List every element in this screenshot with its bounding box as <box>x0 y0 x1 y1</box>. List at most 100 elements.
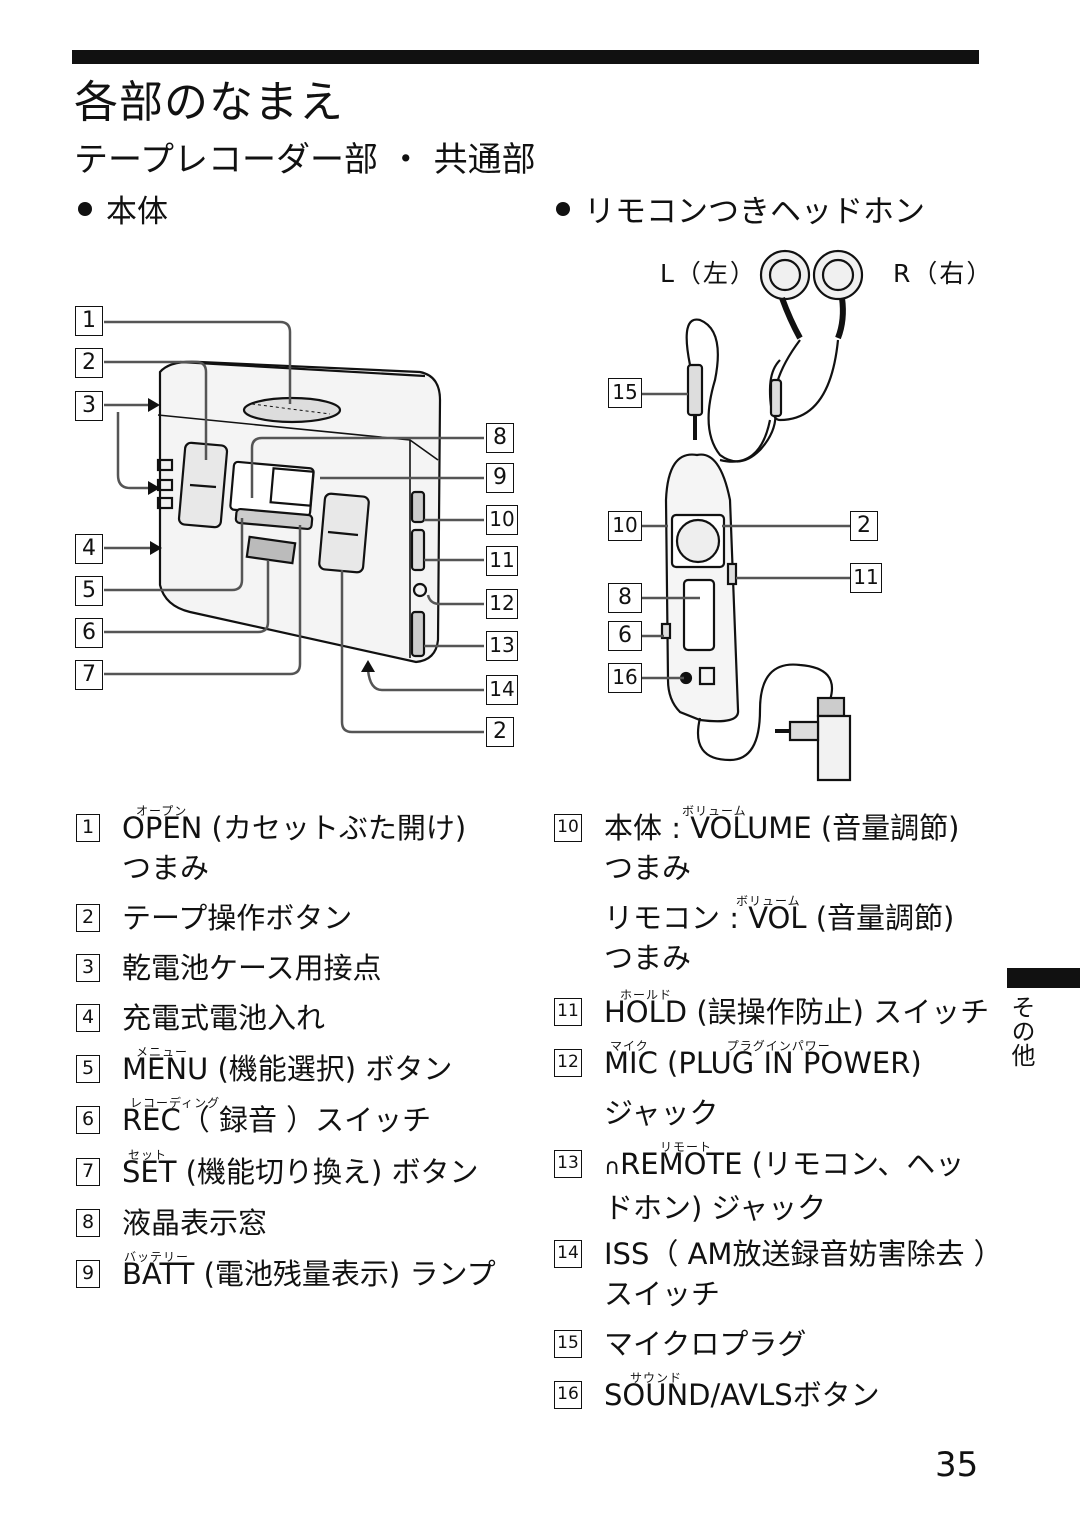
left-earbud-label: L（左） <box>660 259 757 288</box>
section-remote-headphones: リモコンつきヘッドホン <box>556 186 925 231</box>
headphone-icon: ∩ <box>604 1155 621 1180</box>
legend-item-9: 9 バッテリー BATT (電池残量表示) ランプ <box>76 1250 496 1294</box>
legend-ruby: ボリューム <box>736 894 801 908</box>
legend-item-4: 4 充電式電池入れ <box>76 998 325 1038</box>
legend-ruby: オープン <box>136 804 188 818</box>
callout-15: 15 <box>608 378 642 408</box>
legend-ruby: ボリューム <box>682 804 747 818</box>
legend-ruby: セット <box>128 1148 168 1162</box>
legend-line: OPEN (カセットぶた開け) <box>122 811 467 845</box>
top-rule <box>72 50 979 64</box>
arrowheads <box>148 398 375 672</box>
callout-5: 5 <box>75 576 103 606</box>
legend-ruby: ホールド <box>620 988 673 1002</box>
callout-9: 9 <box>486 463 514 493</box>
legend-num: 15 <box>554 1330 582 1358</box>
leader-lines-main <box>104 320 484 734</box>
legend-num: 13 <box>554 1150 582 1178</box>
page-title: 各部のなまえ <box>74 77 344 128</box>
callout-11-remote: 11 <box>850 563 882 593</box>
section-tab-label: その他 <box>1007 995 1035 1067</box>
callout-2-remote: 2 <box>850 511 878 541</box>
callout-13: 13 <box>486 631 518 661</box>
callout-16: 16 <box>608 663 642 693</box>
legend-num: 10 <box>554 814 582 842</box>
legend-item-12: 12 マイク プラグインパワー MIC (PLUG IN POWER) ジャック <box>554 1039 922 1133</box>
leader-lines-remote <box>642 392 850 680</box>
callout-6: 6 <box>75 618 103 648</box>
callout-14: 14 <box>486 675 518 705</box>
legend-ruby: レコーディング <box>130 1096 221 1110</box>
legend-line: マイクロプラグ <box>604 1327 807 1361</box>
legend-ruby: メニュー <box>136 1045 189 1059</box>
legend-line: リモコン : VOL (音量調節) <box>604 901 955 935</box>
legend-item-10-remote: ボリューム リモコン : VOL (音量調節) つまみ <box>604 894 955 978</box>
legend-ruby: バッテリー <box>124 1250 190 1264</box>
legend-item-11: 11 ホールド HOLD (誤操作防止) スイッチ <box>554 988 990 1032</box>
legend-num: 1 <box>76 814 100 842</box>
callout-12: 12 <box>486 589 518 619</box>
legend-num: 4 <box>76 1004 100 1032</box>
callout-3: 3 <box>75 391 103 421</box>
callout-6-remote: 6 <box>608 621 642 651</box>
bullet-icon <box>78 201 92 216</box>
callout-7: 7 <box>75 660 103 690</box>
right-earbud-label: R（右） <box>893 259 994 288</box>
callout-10-remote: 10 <box>608 511 642 541</box>
legend-item-8: 8 液晶表示窓 <box>76 1203 267 1243</box>
callout-4: 4 <box>75 534 103 564</box>
legend-line: BATT (電池残量表示) ランプ <box>122 1257 496 1291</box>
legend-line: スイッチ <box>604 1277 721 1311</box>
legend-num: 9 <box>76 1260 100 1288</box>
legend-line: REMOTE (リモコン、ヘッ <box>620 1147 965 1181</box>
legend-num: 16 <box>554 1381 582 1409</box>
legend-item-7: 7 セット SET (機能切り換え) ボタン <box>76 1148 479 1192</box>
section-main-unit-label: 本体 <box>106 194 168 230</box>
legend-num: 7 <box>76 1158 100 1186</box>
legend-line: SET (機能切り換え) ボタン <box>122 1155 479 1189</box>
legend-item-14: 14 ISS（ AM放送録音妨害除去 ） スイッチ <box>554 1234 1003 1314</box>
callout-2: 2 <box>75 348 103 378</box>
legend-line: MIC (PLUG IN POWER) <box>604 1046 922 1080</box>
legend-num: 8 <box>76 1209 100 1237</box>
legend-item-2: 2 テープ操作ボタン <box>76 898 352 938</box>
page-subtitle: テープレコーダー部 ・ 共通部 <box>74 140 536 180</box>
callout-11: 11 <box>486 546 518 576</box>
legend-line: SOUND/AVLSボタン <box>604 1378 880 1412</box>
legend-num: 6 <box>76 1106 100 1134</box>
legend-line: 本体 : VOLUME (音量調節) <box>604 811 960 845</box>
legend-line: REC（ 録音 ）スイッチ <box>122 1103 432 1137</box>
headphones-remote-illustration <box>660 249 864 782</box>
parts-diagram <box>104 249 864 782</box>
legend-item-13: 13 リモート ∩REMOTE (リモコン、ヘッ ドホン) ジャック <box>554 1140 965 1228</box>
legend-ruby: サウンド <box>630 1371 683 1385</box>
legend-item-1: 1 オープン OPEN (カセットぶた開け) つまみ <box>76 804 467 888</box>
legend-num: 5 <box>76 1055 100 1083</box>
legend-line: HOLD (誤操作防止) スイッチ <box>604 995 990 1029</box>
legend-num: 2 <box>76 904 100 932</box>
section-tab-marker <box>1007 968 1080 988</box>
legend-item-10: 10 ボリューム 本体 : VOLUME (音量調節) つまみ <box>554 804 960 888</box>
legend-line: MENU (機能選択) ボタン <box>122 1052 453 1086</box>
section-main-unit: 本体 <box>78 186 168 231</box>
bullet-icon <box>556 201 570 216</box>
callout-1: 1 <box>75 306 103 336</box>
callout-10: 10 <box>486 505 518 535</box>
legend-ruby: リモート <box>660 1140 713 1154</box>
legend-item-15: 15 マイクロプラグ <box>554 1324 806 1364</box>
page-number: 35 <box>935 1445 979 1485</box>
legend-line: 乾電池ケース用接点 <box>122 951 382 985</box>
callout-2b: 2 <box>486 717 514 747</box>
legend-ruby: マイク プラグインパワー <box>610 1039 831 1053</box>
legend-line: ISS（ AM放送録音妨害除去 ） <box>604 1237 1003 1271</box>
legend-line: ジャック <box>604 1096 719 1130</box>
legend-line: 充電式電池入れ <box>122 1001 326 1035</box>
legend-num: 3 <box>76 954 100 982</box>
callout-8: 8 <box>486 423 514 453</box>
legend-line: つまみ <box>604 851 692 885</box>
legend-item-16: 16 サウンド SOUND/AVLSボタン <box>554 1371 880 1415</box>
callout-8-remote: 8 <box>608 583 642 613</box>
legend-line: つまみ <box>122 851 210 885</box>
legend-line: ドホン) ジャック <box>604 1191 827 1225</box>
legend-line: テープ操作ボタン <box>122 901 353 935</box>
